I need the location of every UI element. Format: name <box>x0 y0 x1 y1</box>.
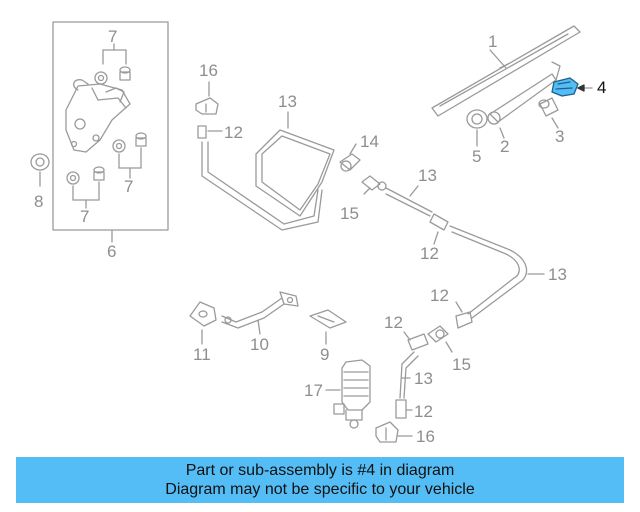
callout-16-top: 16 <box>199 61 218 80</box>
callout-12-right: 12 <box>430 286 449 305</box>
parts-diagram <box>30 21 593 443</box>
callout-7-right: 7 <box>124 177 134 196</box>
nut-part-5 <box>466 109 488 129</box>
callout-17: 17 <box>304 381 323 400</box>
nozzle-part-11 <box>189 301 217 327</box>
grommet-part-8 <box>30 153 50 171</box>
joint-part-15-top <box>361 175 387 191</box>
hose-part-10 <box>221 291 299 329</box>
nozzle-part-16-bottom <box>375 421 399 443</box>
callout-13-bottom: 13 <box>414 369 433 388</box>
callout-10: 10 <box>250 335 269 354</box>
callout-12-middle: 12 <box>420 244 439 263</box>
cap-part-3 <box>538 97 559 117</box>
callout-13-right: 13 <box>548 265 567 284</box>
callout-12-lower: 12 <box>384 313 403 332</box>
nozzle-part-16-top <box>195 97 219 115</box>
callout-1: 1 <box>488 32 498 51</box>
callout-9: 9 <box>320 345 330 364</box>
info-banner: Part or sub-assembly is #4 in diagram Di… <box>16 457 624 503</box>
bracket-part-9 <box>309 309 347 329</box>
hose-part-13-loop <box>255 129 335 217</box>
washer-pump-part-17 <box>333 359 371 429</box>
wiper-blade-part-1 <box>431 25 581 117</box>
callout-11: 11 <box>193 345 211 364</box>
callout-4: 4 <box>597 78 607 97</box>
highlighted-part-4 <box>551 77 579 97</box>
joint-part-15-bottom <box>427 325 449 343</box>
callout-12-left: 12 <box>224 123 243 142</box>
wiper-motor-part <box>65 79 131 153</box>
callout-13-middle: 13 <box>418 166 437 185</box>
callout-5: 5 <box>472 147 482 166</box>
callout-14: 14 <box>360 132 379 151</box>
valve-part-14 <box>339 153 361 172</box>
callout-12-bottom: 12 <box>414 402 433 421</box>
callout-7-bottom: 7 <box>80 207 90 226</box>
callout-2: 2 <box>500 137 510 156</box>
callout-15-bottom: 15 <box>452 355 471 374</box>
callout-16-bottom: 16 <box>416 427 435 446</box>
banner-line-disclaimer: Diagram may not be specific to your vehi… <box>165 481 475 498</box>
motor-assembly-box <box>52 21 169 231</box>
callout-15-top: 15 <box>340 204 359 223</box>
callout-7-top: 7 <box>108 27 118 46</box>
callout-8: 8 <box>34 192 44 211</box>
banner-line-part-number: Part or sub-assembly is #4 in diagram <box>185 462 455 479</box>
callout-3: 3 <box>555 127 565 146</box>
callout-6: 6 <box>107 242 117 261</box>
callout-13-loop: 13 <box>278 92 297 111</box>
wiper-arm-part-2 <box>487 61 561 125</box>
